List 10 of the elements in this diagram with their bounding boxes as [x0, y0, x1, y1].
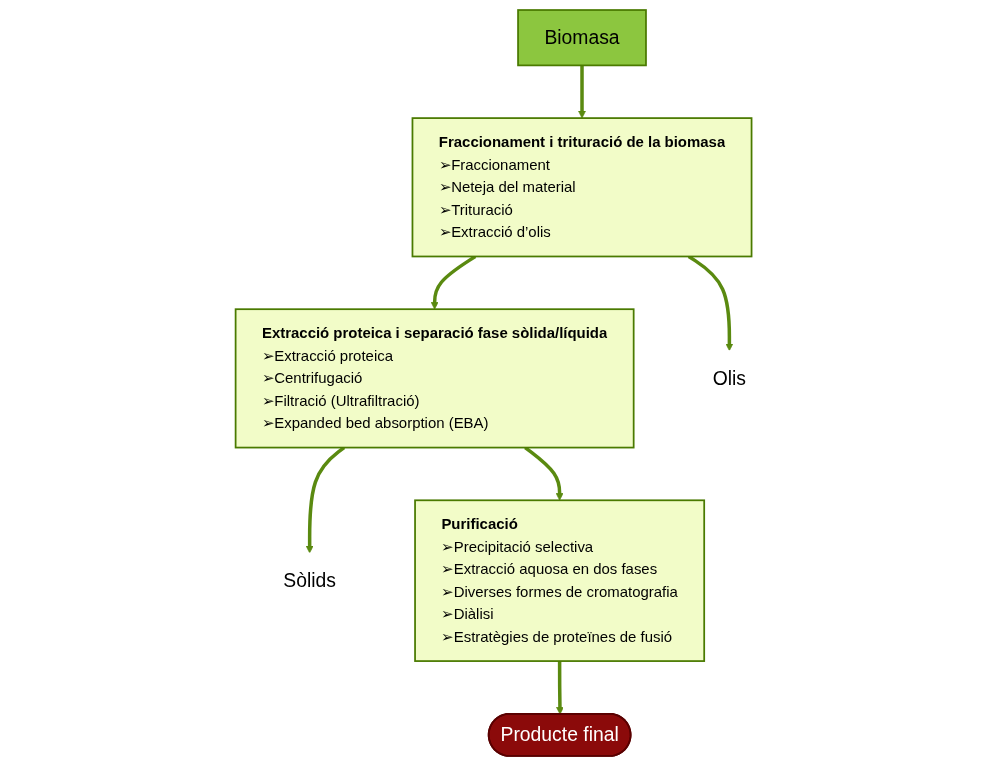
arrow [687, 254, 733, 351]
node-text: Olis [712, 366, 746, 389]
arrow [430, 254, 476, 310]
arrow [577, 64, 586, 118]
node-box: Biomasa [516, 8, 647, 66]
node-box: Extracció proteica i separació fase sòlida/líquida ➢Extracció proteica ➢Centrifugació ➢Filtració (Ultrafiltració) ➢Expanded bed absorption (EBA) [234, 307, 635, 448]
node-text: Sòlids [282, 569, 336, 592]
arrow [555, 660, 564, 715]
node-box: Purificació ➢Precipitació selectiva ➢Extracció aquosa en dos fases ➢Diverses formes de cromatografia ➢Diàlisi ➢Estratègies de proteïnes de fusió [413, 498, 705, 662]
node-box: Fraccionament i trituració de la biomasa ➢Fraccionament ➢Neteja del material ➢Trituració ➢Extracció d’olis [411, 116, 752, 257]
